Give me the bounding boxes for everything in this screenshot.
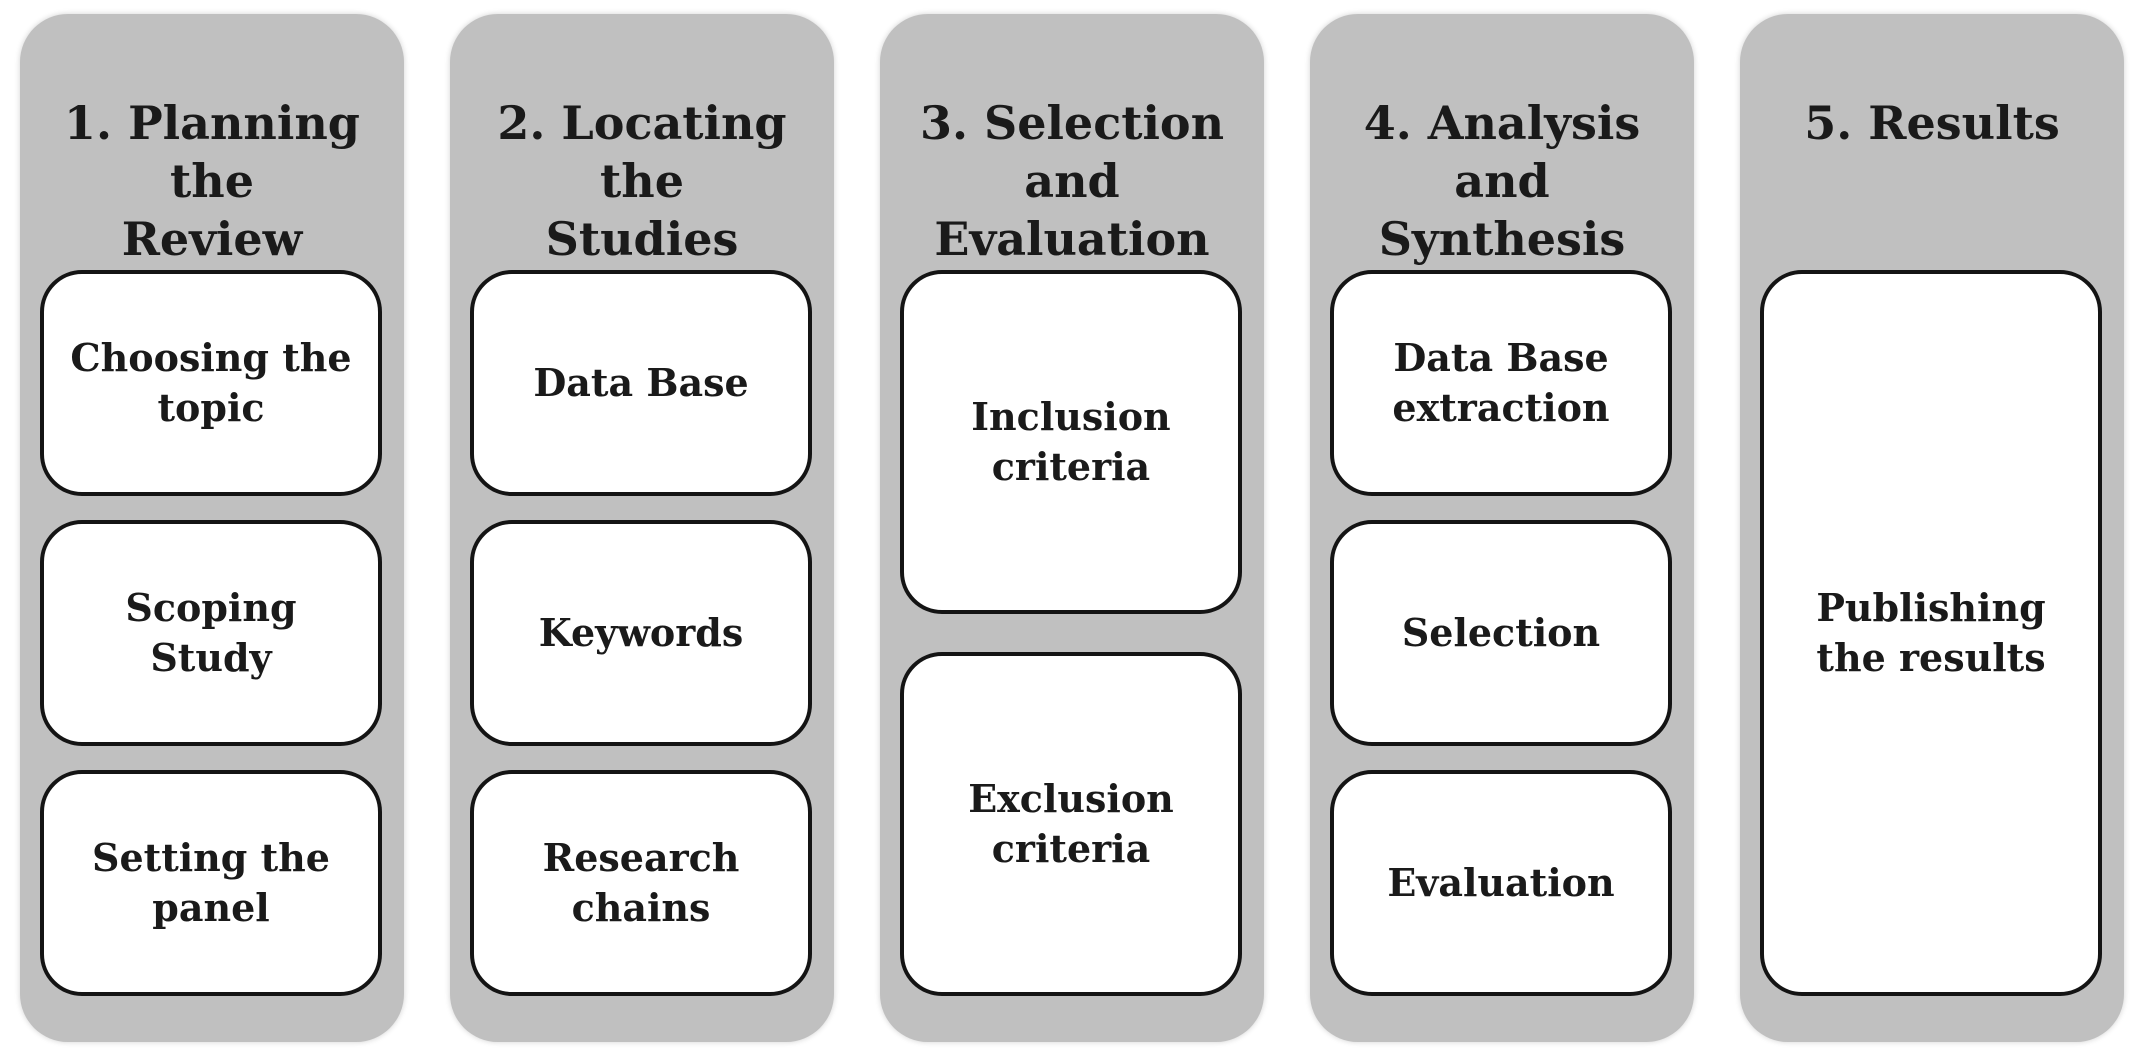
step-label: Setting the panel bbox=[92, 835, 330, 930]
step-box-scoping-study: Scoping Study bbox=[40, 520, 382, 746]
step-box-inclusion-criteria: Inclusion criteria bbox=[900, 270, 1242, 614]
step-label: Evaluation bbox=[1387, 860, 1615, 905]
step-box-publishing-results: Publishing the results bbox=[1760, 270, 2102, 996]
step-box-data-base: Data Base bbox=[470, 270, 812, 496]
step-box-data-base-extraction: Data Base extraction bbox=[1330, 270, 1672, 496]
column-title: 1. Planning the Review bbox=[64, 96, 360, 266]
step-label: Publishing the results bbox=[1816, 585, 2046, 680]
step-label: Selection bbox=[1401, 610, 1601, 655]
step-box-exclusion-criteria: Exclusion criteria bbox=[900, 652, 1242, 996]
step-box-choosing-topic: Choosing the topic bbox=[40, 270, 382, 496]
step-label: Data Base extraction bbox=[1392, 335, 1610, 430]
step-box-setting-panel: Setting the panel bbox=[40, 770, 382, 996]
column-title: 5. Results bbox=[1804, 96, 2060, 150]
step-box-keywords: Keywords bbox=[470, 520, 812, 746]
step-label: Inclusion criteria bbox=[971, 394, 1171, 489]
column-analysis-synthesis: 4. Analysis and Synthesis Data Base extr… bbox=[1310, 14, 1694, 1042]
column-title: 2. Locating the Studies bbox=[497, 96, 787, 266]
column-results: 5. Results Publishing the results bbox=[1740, 14, 2124, 1042]
step-label: Keywords bbox=[538, 610, 744, 655]
step-label: Choosing the topic bbox=[70, 335, 352, 430]
column-title: 4. Analysis and Synthesis bbox=[1363, 96, 1641, 266]
step-label: Scoping Study bbox=[125, 585, 297, 680]
step-box-research-chains: Research chains bbox=[470, 770, 812, 996]
step-label: Exclusion criteria bbox=[968, 776, 1174, 871]
column-planning: 1. Planning the Review Choosing the topi… bbox=[20, 14, 404, 1042]
column-selection-evaluation: 3. Selection and Evaluation Inclusion cr… bbox=[880, 14, 1264, 1042]
column-title: 3. Selection and Evaluation bbox=[919, 96, 1225, 266]
step-label: Data Base bbox=[533, 360, 749, 405]
step-box-selection: Selection bbox=[1330, 520, 1672, 746]
step-box-evaluation: Evaluation bbox=[1330, 770, 1672, 996]
step-label: Research chains bbox=[542, 835, 740, 930]
column-locating: 2. Locating the Studies Data Base Keywor… bbox=[450, 14, 834, 1042]
